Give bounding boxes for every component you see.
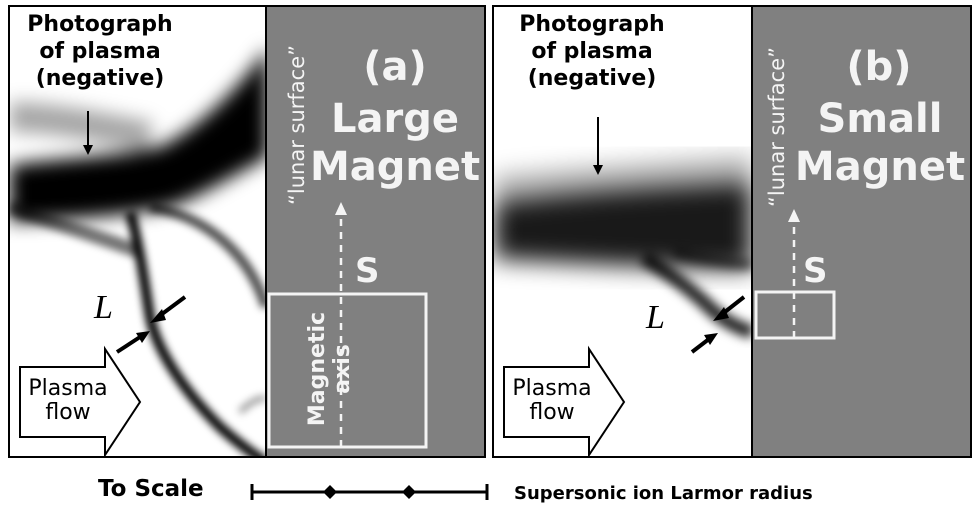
lunar-surface-label-b: “lunar surface”	[765, 46, 789, 207]
to-scale-label: To Scale	[98, 476, 204, 502]
axis-arrowhead-b	[788, 209, 800, 222]
L-arrow-lower-a	[136, 331, 150, 343]
lunar-surface-region-b	[751, 7, 970, 456]
plasma-photo-a	[10, 47, 271, 456]
L-label-b: L	[646, 299, 665, 336]
pointer-arrowhead-b	[593, 165, 603, 175]
plasma-flow-label-a: Plasma flow	[28, 376, 108, 425]
panel-tag-a: (a)	[363, 44, 427, 90]
larmor-radius-caption: Supersonic ion Larmor radius	[514, 483, 813, 504]
L-arrow-upper-b	[713, 307, 729, 321]
plasma-photo-b	[494, 117, 755, 456]
panel-large-magnet: Photograph of plasma (negative) (a) Larg…	[8, 5, 486, 458]
photo-label-b: Photograph of plasma (negative)	[519, 12, 665, 91]
lunar-surface-region-a	[265, 7, 484, 456]
photo-label-a: Photograph of plasma (negative)	[27, 12, 173, 91]
scale-bar-diamond-2	[402, 485, 416, 499]
magnetic-axis-label-a: Magnetic axis	[305, 311, 355, 427]
L-label-a: L	[94, 289, 113, 326]
magnet-box-large	[267, 292, 428, 449]
magnet-overlay-b	[754, 209, 836, 340]
scale-bar-diamond-1	[323, 485, 337, 499]
magnet-overlay-a	[267, 202, 428, 449]
pointer-arrowhead-a	[83, 145, 93, 155]
plasma-flow-arrow-b	[503, 345, 626, 456]
panel-title-a: Large Magnet	[310, 96, 481, 190]
S-label-a: S	[355, 251, 380, 291]
plasma-flow-arrow-a	[19, 345, 142, 456]
S-label-b: S	[803, 251, 828, 291]
panel-small-magnet: Photograph of plasma (negative) (b) Smal…	[492, 5, 972, 458]
L-arrow-lower-b	[704, 333, 718, 345]
axis-arrowhead-a	[335, 202, 347, 215]
plasma-flow-label-b: Plasma flow	[512, 376, 592, 425]
panel-title-b: Small Magnet	[794, 96, 966, 190]
panel-tag-b: (b)	[846, 44, 912, 90]
L-arrow-upper-a	[150, 309, 166, 323]
lunar-surface-label-a: “lunar surface”	[285, 44, 309, 205]
